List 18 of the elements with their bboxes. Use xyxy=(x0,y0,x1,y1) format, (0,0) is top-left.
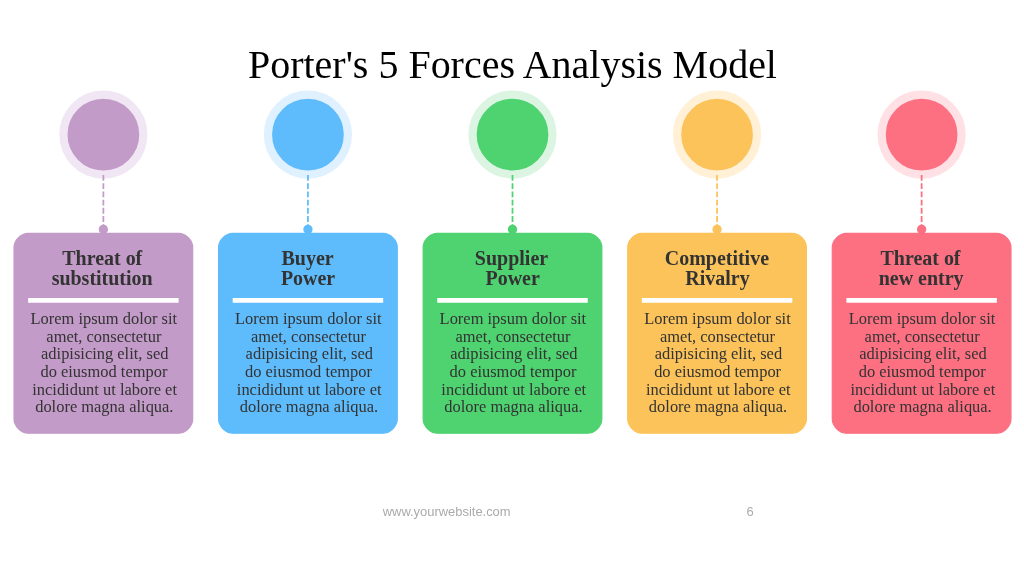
node-circle xyxy=(263,90,352,179)
node-circle xyxy=(877,90,966,179)
label: 6 xyxy=(745,504,754,520)
diagram-title: Porter's 5 Forces Analysis Model xyxy=(247,42,777,88)
node-box: Buyer Power Lorem ipsum dolor sit amet, consectetur adipisicing elit, sed do eiusmod tempor incididunt ut labore et dolore magna aliqua. xyxy=(217,232,398,434)
node-box: Threat of substitution Lorem ipsum dolor sit amet, consectetur adipisicing elit, sed do eiusmod tempor incididunt ut labore et dolore magna aliqua. xyxy=(12,232,193,434)
node-circle xyxy=(467,90,557,179)
label: www.yourwebsite.com xyxy=(382,504,511,520)
node-box: Threat of new entry Lorem ipsum dolor sit amet, consectetur adipisicing elit, sed do eiusmod tempor incididunt ut labore et dolore magna aliqua. xyxy=(831,232,1012,434)
connector xyxy=(98,174,108,234)
node-circle xyxy=(672,90,761,179)
node-box: Supplier Power Lorem ipsum dolor sit amet, consectetur adipisicing elit, sed do eiusmod tempor incididunt ut labore et dolore magna aliqua. xyxy=(422,232,602,434)
node-box: Competitive Rivalry Lorem ipsum dolor sit amet, consectetur adipisicing elit, sed do eiusmod tempor incididunt ut labore et dolore magna aliqua. xyxy=(626,232,807,434)
node-circle xyxy=(58,90,147,179)
connector xyxy=(916,174,926,234)
connector xyxy=(507,174,517,234)
connector xyxy=(711,174,722,234)
connector xyxy=(302,174,313,234)
